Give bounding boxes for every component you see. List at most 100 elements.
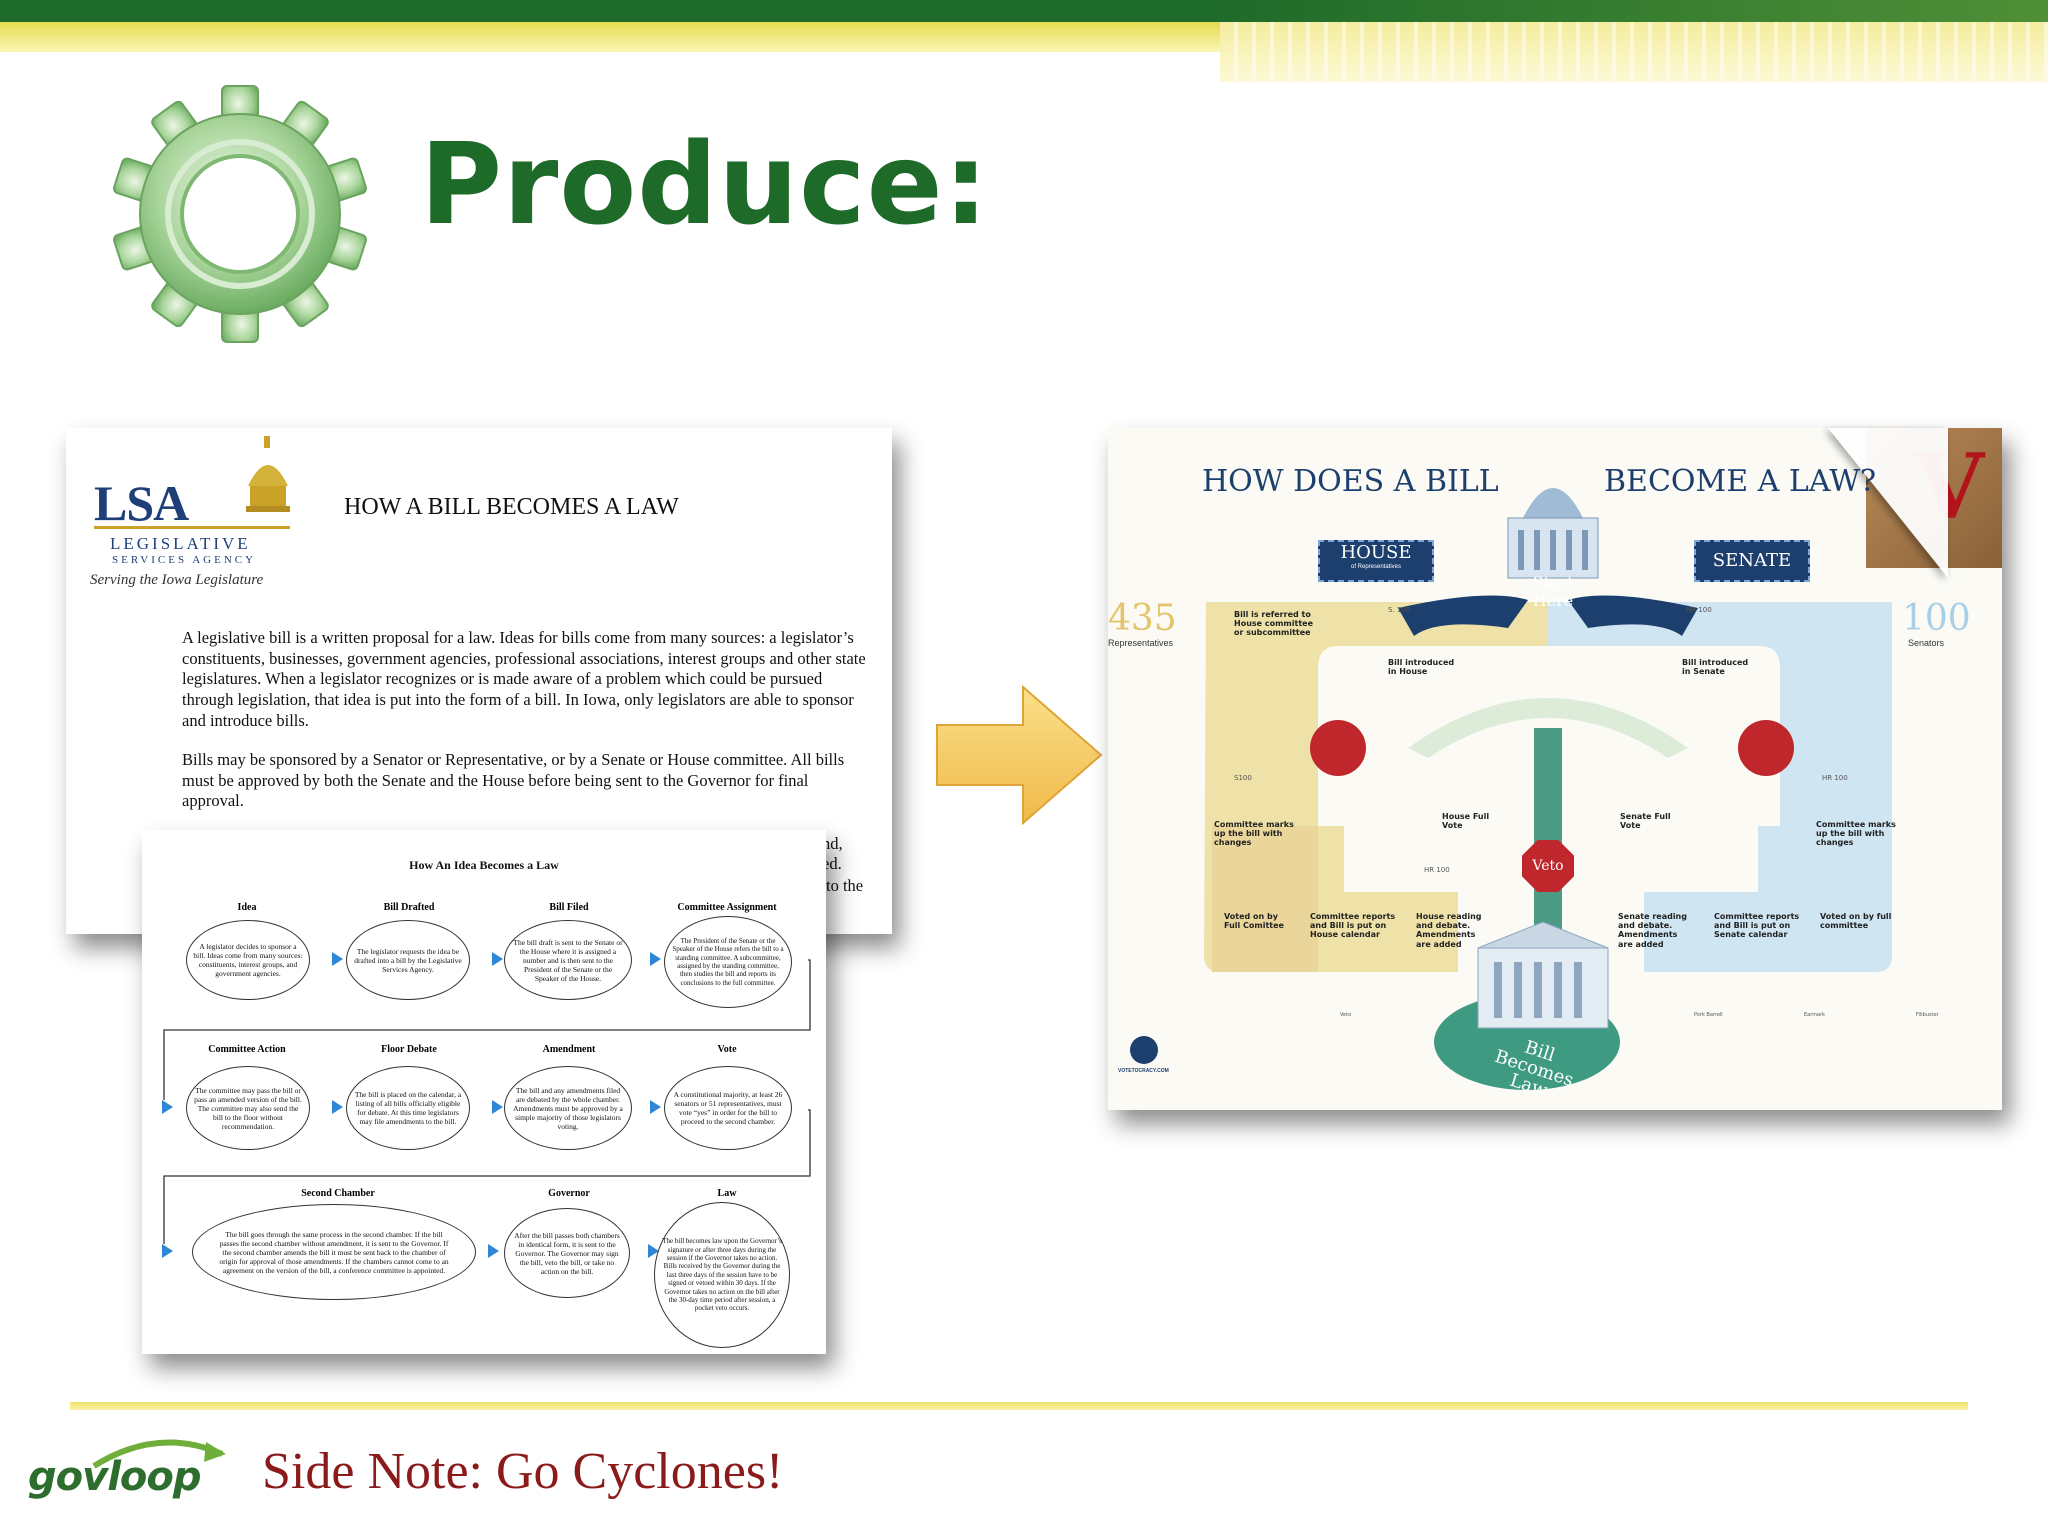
reps-label: Representatives: [1108, 638, 1174, 648]
step-head-bill-drafted: Bill Drafted: [383, 902, 435, 913]
top-stripe-green: [1220, 0, 2048, 22]
step-oval-governor: After the bill passes both chambers in i…: [504, 1208, 630, 1298]
step-oval-bill-filed: The bill draft is sent to the Senate or …: [504, 920, 632, 1000]
step-head-committee-action: Committee Action: [208, 1044, 286, 1055]
lsa-logo: LSA LEGISLATIVE SERVICES AGENCY Serving …: [90, 436, 320, 588]
step-oval-law: The bill becomes law upon the Governor’s…: [654, 1202, 790, 1348]
flow-arrow: [488, 1244, 499, 1258]
footer-rule: [70, 1402, 1968, 1410]
flow-arrow: [162, 1100, 173, 1114]
flow-arrow: [648, 1244, 659, 1258]
pork-marker-right: [1738, 720, 1794, 776]
lsa-heading: HOW A BILL BECOMES A LAW: [344, 494, 679, 520]
bill-tag: S. 100: [1388, 606, 1411, 614]
poster-board: [1204, 595, 1892, 988]
page-curl: [1828, 428, 1948, 578]
lsa-tagline: Serving the Iowa Legislature: [90, 572, 264, 588]
senators-label: Senators: [1908, 638, 1945, 648]
step-head-amendment: Amendment: [542, 1044, 596, 1055]
brand-text: VOTETOCRACY.COM: [1118, 1068, 1169, 1074]
veto-sign: Veto: [1522, 840, 1574, 892]
step-head-idea: Idea: [237, 902, 257, 913]
step-committee-markup-right: Committee marks up the bill with changes: [1816, 820, 1896, 848]
lsa-logo-rule: [94, 526, 290, 529]
flow-arrow: [492, 1100, 503, 1114]
gear-icon: [113, 85, 367, 343]
house-label: HOUSE of Representatives: [1318, 540, 1434, 582]
step-house-full-vote: House Full Vote: [1442, 812, 1490, 831]
step-head-law: Law: [717, 1188, 737, 1199]
lsa-paragraph-2: Bills may be sponsored by a Senator or R…: [182, 750, 845, 811]
govloop-logo-text: govloop: [28, 1454, 201, 1500]
bill-poster: V HOW DOES A BILL BECOME A LAW? HOUSE of…: [1108, 428, 2002, 1110]
lsa-paragraph-1: A legislative bill is a written proposal…: [182, 628, 866, 730]
legend-filibuster: Filibuster: [1916, 1012, 1939, 1018]
flowchart-connectors: [163, 959, 811, 1244]
bill-tag: HR 100: [1822, 774, 1848, 782]
bill-tag: HR 100: [1686, 606, 1712, 614]
flow-arrow: [650, 1100, 661, 1114]
flow-arrow: [332, 952, 343, 966]
pork-marker-left: [1310, 720, 1366, 776]
step-oval-idea: A legislator decides to sponsor a bill. …: [186, 920, 310, 1000]
legend-earmark: Earmark: [1804, 1012, 1826, 1018]
capitol-dome-icon: [246, 436, 290, 512]
bill-tag: S100: [1234, 774, 1252, 782]
flow-arrow: [332, 1100, 343, 1114]
step-senate-full-vote: Senate Full Vote: [1620, 812, 1671, 831]
logo-swoosh-icon: [92, 1439, 226, 1469]
govloop-logo: govloop: [28, 1432, 228, 1512]
reps-number: 435: [1108, 598, 1177, 639]
senate-label: SENATE: [1694, 540, 1810, 582]
start-here: Start Here: [1532, 573, 1574, 610]
step-oval-second-chamber: The bill goes through the same process i…: [192, 1204, 476, 1300]
brand-logo: [1130, 1036, 1158, 1064]
step-head-bill-filed: Bill Filed: [549, 902, 589, 913]
step-oval-bill-drafted: The legislator requests the idea be draf…: [346, 920, 470, 1000]
senators-number: 100: [1902, 598, 1971, 639]
step-head-governor: Governor: [548, 1188, 590, 1199]
lsa-logo-sub1: LEGISLATIVE: [110, 534, 251, 553]
slide-title: Produce:: [420, 120, 990, 250]
step-oval-floor-debate: The bill is placed on the calendar, a li…: [346, 1066, 470, 1150]
step-house-committee: Bill is referred to House committee or s…: [1234, 610, 1314, 638]
step-senate-reading: Senate reading and debate. Amendments ar…: [1618, 912, 1687, 949]
courthouse-icon: [1477, 921, 1609, 1029]
step-bill-intro-senate: Bill introduced in Senate: [1682, 658, 1749, 677]
side-note: Side Note: Go Cyclones!: [262, 1443, 784, 1500]
lsa-peek-1: nd,: [822, 834, 843, 853]
legend-veto: Veto: [1340, 1012, 1352, 1018]
step-house-calendar: Committee reports and Bill is put on Hou…: [1310, 912, 1396, 940]
step-voted-full-left: Voted on by Full Comittee: [1224, 912, 1284, 931]
flow-arrow: [492, 952, 503, 966]
poster-title-left: HOW DOES A BILL: [1202, 464, 1499, 499]
step-bill-intro-house: Bill introduced in House: [1388, 658, 1455, 677]
capitol-icon: [1507, 488, 1599, 579]
step-oval-amendment: The bill and any amendments filed are de…: [504, 1066, 632, 1150]
step-oval-vote: A constitutional majority, at least 26 s…: [664, 1066, 792, 1150]
house-label-text: HOUSE: [1340, 542, 1412, 563]
house-label-sub: of Representatives: [1350, 564, 1402, 570]
lsa-peek-3: to the: [826, 876, 864, 895]
step-head-second-chamber: Second Chamber: [301, 1188, 375, 1199]
flowchart-document: How An Idea Becomes a Law Idea A legisla…: [142, 830, 826, 1354]
bill-tag: HR 100: [1424, 866, 1450, 874]
lsa-logo-text: LSA: [94, 475, 189, 531]
step-oval-committee-action: The committee may pass the bill or pass …: [186, 1066, 310, 1150]
legend-pork: Pork Barrell: [1694, 1012, 1723, 1018]
step-senate-calendar: Committee reports and Bill is put on Sen…: [1714, 912, 1800, 940]
step-committee-markup-left: Committee marks up the bill with changes: [1214, 820, 1294, 848]
flow-arrow: [162, 1244, 173, 1258]
lsa-peek-2: ed.: [822, 854, 842, 873]
step-head-vote: Vote: [717, 1044, 737, 1055]
step-house-reading: House reading and debate. Amendments are…: [1416, 912, 1482, 949]
poster-title-right: BECOME A LAW?: [1604, 464, 1877, 499]
right-arrow-icon: [936, 684, 1103, 826]
flowchart-title: How An Idea Becomes a Law: [409, 858, 559, 872]
flow-arrow: [650, 952, 661, 966]
step-head-committee-assignment: Committee Assignment: [677, 902, 777, 913]
step-head-floor-debate: Floor Debate: [381, 1044, 437, 1055]
lsa-logo-sub2: SERVICES AGENCY: [112, 554, 257, 566]
step-oval-committee-assignment: The President of the Senate or the Speak…: [664, 916, 792, 1008]
step-voted-full-right: Voted on by full committee: [1820, 912, 1892, 931]
